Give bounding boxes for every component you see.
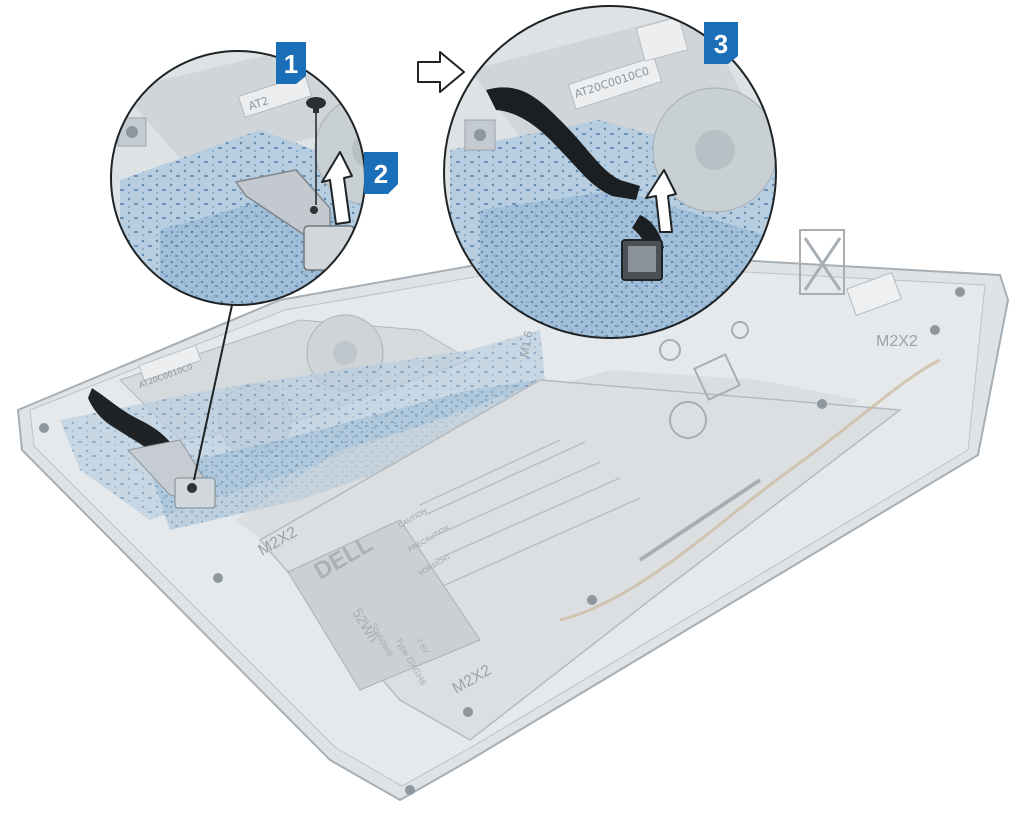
step-callout-2: 2	[364, 152, 398, 194]
display-cable-zoom	[486, 87, 640, 200]
step-number-3: 3	[714, 29, 728, 59]
step-number-1: 1	[284, 49, 298, 79]
screw-label-center: M1.6	[517, 329, 535, 358]
screw-lifted	[306, 97, 326, 205]
next-step-arrow	[417, 51, 465, 93]
speaker-cable	[559, 358, 941, 622]
battery: DELL 52Wh Standard Type DXGH8 7.6V CAUTI…	[235, 229, 903, 741]
zoom-detail-left: AT2	[110, 50, 366, 306]
bracket-screw	[187, 483, 197, 493]
lift-arrow-bracket	[321, 151, 353, 225]
leader-line	[193, 304, 233, 481]
ssd-label-left: AT2	[247, 94, 270, 113]
step-number-2: 2	[374, 159, 388, 189]
chassis-screws	[39, 287, 965, 795]
screw-label-top: M2X2	[876, 333, 918, 350]
lift-arrow-cable	[645, 169, 677, 233]
step-callout-3: 3	[704, 22, 738, 64]
display-cable-bracket-main	[127, 439, 216, 509]
step-callout-1: 1	[276, 42, 306, 84]
